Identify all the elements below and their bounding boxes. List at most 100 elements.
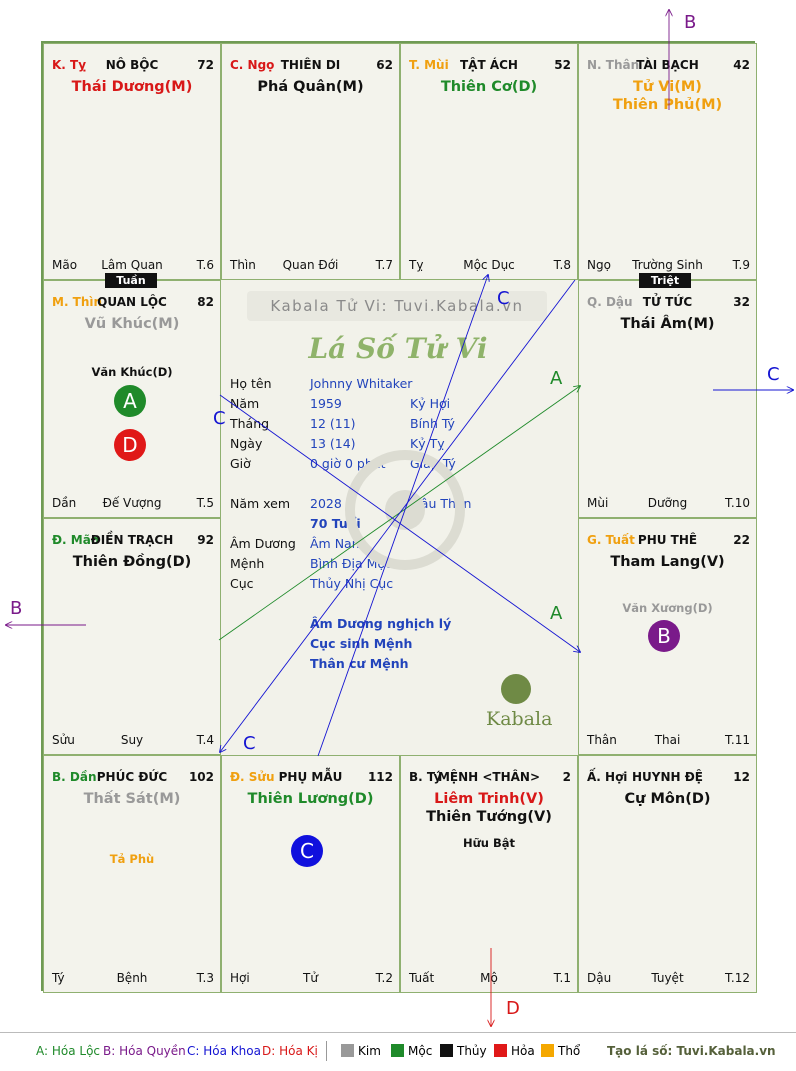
- info-value: 12 (11): [310, 416, 356, 431]
- minor-star: Tả Phù: [109, 852, 155, 866]
- color-swatch: [440, 1044, 453, 1057]
- info-value: 2028: [310, 496, 342, 511]
- major-star: Thiên Tướng(V): [426, 809, 552, 825]
- major-stars: Thiên Lương(D): [222, 790, 399, 808]
- legend-hoa-loc: A: Hóa Lộc: [36, 1044, 101, 1058]
- palace-age: 42: [733, 58, 750, 72]
- arrow-label-b: B: [684, 12, 696, 33]
- info-label: Mệnh: [230, 556, 265, 571]
- info-label: Giờ: [230, 456, 251, 471]
- palace-term: T.3: [196, 971, 214, 985]
- legend-element-2: Thủy: [440, 1044, 487, 1058]
- watermark: Kabala Tử Vi: Tuvi.Kabala.vn: [247, 291, 547, 321]
- legend-element-label: Kim: [358, 1044, 381, 1058]
- color-swatch: [541, 1044, 554, 1057]
- legend-element-label: Hỏa: [511, 1044, 535, 1058]
- palace-term: T.11: [725, 733, 750, 747]
- info-label: Cục: [230, 576, 254, 591]
- palace-stage: Lâm Quan: [101, 258, 163, 272]
- transform-circle-c: C: [291, 835, 323, 867]
- palace-can: M. Thìn: [52, 295, 103, 309]
- palace-stage: Trường Sinh: [632, 258, 703, 272]
- legend-element-4: Thổ: [541, 1044, 580, 1058]
- palace-branch: Hợi: [230, 971, 250, 985]
- palace-branch: Dậu: [587, 971, 612, 985]
- palace-branch: Thìn: [230, 258, 256, 272]
- transform-circle-b: B: [648, 620, 680, 652]
- color-swatch: [494, 1044, 507, 1057]
- palace-can: Ấ. Hợi: [587, 770, 628, 784]
- palace-term: T.12: [725, 971, 750, 985]
- palace-age: 112: [367, 770, 393, 784]
- info-note: Cục sinh Mệnh: [310, 636, 413, 651]
- palace-can: B. Dần: [52, 770, 97, 784]
- legend-element-label: Thủy: [457, 1044, 487, 1058]
- legend-hoa-ki: D: Hóa Kị: [262, 1044, 318, 1058]
- palace-branch: Ngọ: [587, 258, 611, 272]
- palace-name: MỆNH <THÂN>: [437, 770, 541, 784]
- palace-term: T.6: [196, 258, 214, 272]
- logo-text: Kabala: [486, 708, 553, 730]
- palace-branch: Mùi: [587, 496, 609, 510]
- palace-stage: Suy: [120, 733, 144, 747]
- arrow-c-1: [317, 275, 488, 757]
- legend-hoa-khoa: C: Hóa Khoa: [187, 1044, 261, 1058]
- legend-bar: A: Hóa Lộc B: Hóa Quyền C: Hóa Khoa D: H…: [0, 1032, 796, 1071]
- palace-name: TÀI BẠCH: [636, 58, 699, 72]
- palace-name: HUYNH ĐỆ: [632, 770, 703, 784]
- legend-divider: [326, 1041, 327, 1061]
- info-label: Họ tên: [230, 376, 272, 391]
- palace-branch: Tý: [52, 971, 65, 985]
- major-stars: Phá Quân(M): [222, 78, 399, 96]
- palace-stage: Mộc Dục: [463, 258, 515, 272]
- info-value: Johnny Whitaker: [310, 376, 413, 391]
- palace-can: G. Tuất: [587, 533, 635, 547]
- palace-name: PHÚC ĐỨC: [96, 770, 168, 784]
- info-note: Âm Dương nghịch lý: [310, 616, 452, 631]
- info-label: Năm xem: [230, 496, 291, 511]
- info-label: Tháng: [230, 416, 270, 431]
- palace-can: N. Thân: [587, 58, 640, 72]
- palace-stage: Tử: [303, 971, 318, 985]
- palace-age: 32: [733, 295, 750, 309]
- badge-triet: Triệt: [639, 273, 691, 288]
- palace-branch: Thân: [587, 733, 617, 747]
- info-value-can-chi: Kỷ Tỵ: [410, 436, 445, 451]
- palace-age: 102: [188, 770, 214, 784]
- palace-term: T.10: [725, 496, 750, 510]
- legend-hoa-quyen: B: Hóa Quyền: [103, 1044, 186, 1058]
- legend-element-label: Thổ: [558, 1044, 581, 1058]
- palace-stage: Bệnh: [116, 971, 148, 985]
- color-swatch: [341, 1044, 354, 1057]
- palace-branch: Tỵ: [409, 258, 424, 272]
- palace-can: T. Mùi: [409, 58, 449, 72]
- legend-element-0: Kim: [341, 1044, 381, 1058]
- major-stars: Thiên Cơ(D): [401, 78, 577, 96]
- arrow-label-a: A: [550, 368, 563, 389]
- major-stars: Tham Lang(V): [579, 553, 756, 571]
- major-stars: Thái Âm(M): [579, 315, 756, 333]
- palace-name: ĐIỀN TRẠCH: [90, 533, 174, 547]
- arrow-label-c: C: [497, 288, 510, 309]
- palace-name: TẬT ÁCH: [460, 58, 518, 72]
- major-star: Thiên Cơ(D): [440, 79, 538, 95]
- palace-can: Đ. Sửu: [230, 770, 275, 784]
- major-star: Thiên Đồng(D): [72, 554, 192, 570]
- palace-term: T.9: [732, 258, 750, 272]
- major-star: Thái Dương(M): [71, 79, 193, 95]
- legend-element-label: Mộc: [408, 1044, 433, 1058]
- tree-icon: [501, 674, 531, 704]
- palace-branch: Mão: [52, 258, 78, 272]
- arrow-label-d: D: [506, 998, 520, 1019]
- minor-star: Văn Khúc(D): [91, 365, 173, 379]
- legend-element-3: Hỏa: [494, 1044, 535, 1058]
- arrow-label-c: C: [213, 408, 226, 429]
- palace-stage: Tuyệt: [651, 971, 684, 985]
- minor-star: Hữu Bật: [462, 836, 516, 850]
- minor-star: Văn Xương(D): [622, 601, 713, 615]
- palace-stage: Dưỡng: [647, 496, 688, 510]
